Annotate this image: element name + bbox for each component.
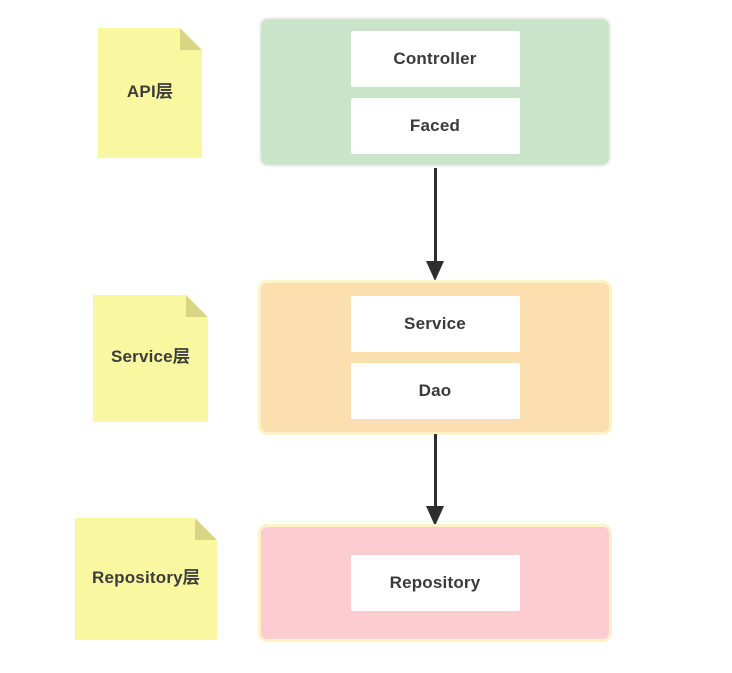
api-layer-container: Controller Faced — [259, 17, 611, 167]
component-label: Service — [404, 314, 466, 333]
arrow-service-to-repository — [426, 434, 444, 526]
component-label: Faced — [409, 115, 461, 135]
component-label: Controller — [393, 48, 477, 68]
component-label: Repository — [389, 573, 481, 592]
arrow-shaft — [433, 434, 437, 506]
repository-layer-container: Repository — [258, 524, 612, 642]
component-box-dao: Dao — [350, 363, 520, 419]
arrow-head-down-icon — [426, 506, 444, 526]
arrow-shaft — [433, 168, 437, 261]
component-box-faced: Faced — [350, 97, 520, 154]
component-box-service: Service — [350, 296, 520, 352]
component-box-controller: Controller — [350, 30, 520, 87]
component-box-repository: Repository — [350, 555, 520, 611]
note-fold-corner-icon — [180, 28, 202, 50]
sticky-note-label: API层 — [126, 81, 174, 101]
note-fold-corner-icon — [195, 518, 217, 540]
component-label: Dao — [418, 381, 452, 400]
arrow-api-to-service — [426, 168, 444, 281]
sticky-note-label: Repository层 — [92, 567, 200, 587]
arrow-head-down-icon — [426, 261, 444, 281]
note-fold-corner-icon — [186, 295, 208, 317]
sticky-note-api-layer: API层 — [98, 28, 202, 158]
sticky-note-label: Service层 — [110, 347, 191, 366]
service-layer-container: Service Dao — [258, 280, 612, 435]
sticky-note-service-layer: Service层 — [93, 295, 208, 422]
sticky-note-repository-layer: Repository层 — [75, 518, 217, 640]
